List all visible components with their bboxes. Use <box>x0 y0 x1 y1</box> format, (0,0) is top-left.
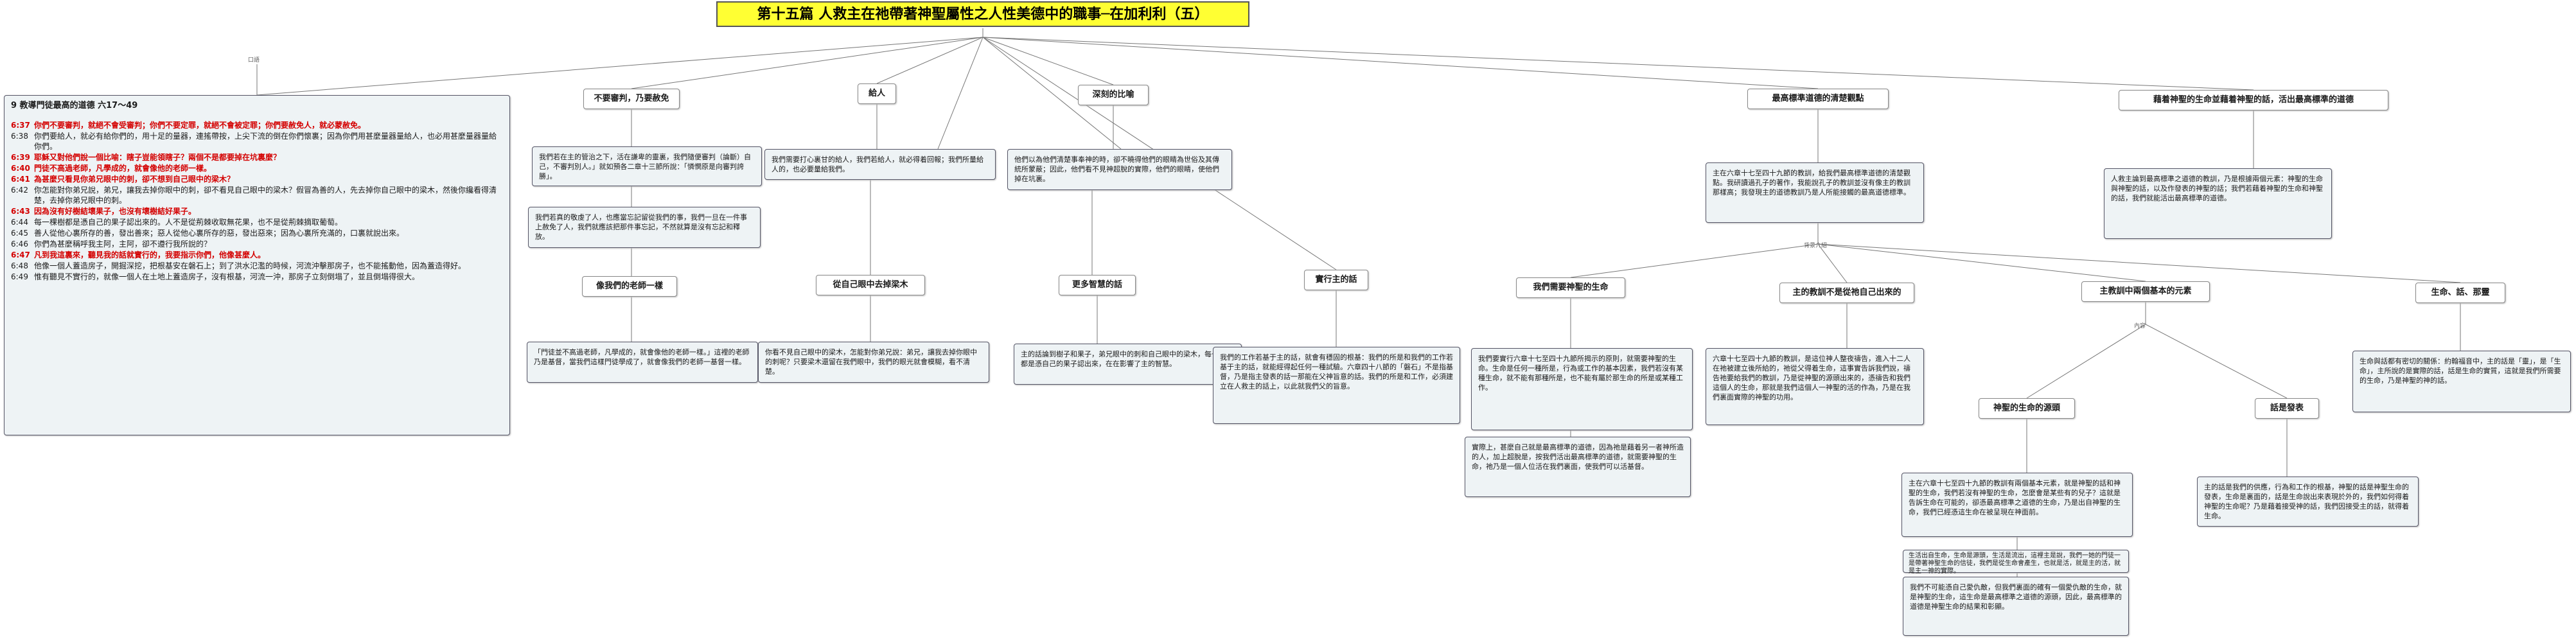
verse-number: 6:39 <box>11 153 30 162</box>
verse-number: 6:43 <box>11 207 30 216</box>
note-judge-2: 我們若真的敬虔了人，也應當忘記留從我們的事，我們一旦在一件事上赦免了人，我們就應… <box>528 207 761 248</box>
verse-row: 6:46 你們為甚麼稱呼我主阿，主阿，卻不遵行我所說的？ <box>11 239 503 249</box>
heading-not-from-self: 主的教訓不是從祂自己出來的 <box>1779 283 1914 303</box>
note-need-life-2: 實際上，甚麼自己就是最高標準的道德，因為祂是藉着另一者神所造的人，加上超脫是，按… <box>1465 437 1691 497</box>
heading-give: 給人 <box>858 83 896 104</box>
note-life-source: 主在六章十七至四十九節的教訓有兩個基本元素，就是神聖的話和神聖的生命，我們若沒有… <box>1901 473 2133 537</box>
verse-text: 因為沒有好樹結壞果子，也沒有壞樹結好果子。 <box>34 207 197 216</box>
note-practice: 我們的工作若基于主的話，就會有穩固的根基：我們的所是和我們的工作若基于主的話，就… <box>1213 347 1460 424</box>
verse-row: 6:41 為甚麼只看見你弟兄眼中的刺，卻不想到自己眼中的梁木？ <box>11 174 503 184</box>
connector-line <box>1817 243 2461 283</box>
heading-word-expression: 話是發表 <box>2255 398 2319 419</box>
connector-line <box>982 37 2254 91</box>
verse-text: 為甚麼只看見你弟兄眼中的刺，卻不想到自己眼中的梁木？ <box>34 175 235 184</box>
verse-text: 惟有聽見不實行的，就像一個人在土地上蓋造房子，沒有根基，河流一沖，那房子立刻倒塌… <box>34 272 420 281</box>
connector-line <box>2145 324 2288 399</box>
note-need-life: 我們要實行六章十七至四十九節所揭示的原則，就需要神聖的生命。生命是任何一種所是，… <box>1471 348 1693 430</box>
scripture-heading: 9 教導門徒最高的道德 六17～49 <box>11 101 138 110</box>
verse-number: 6:37 <box>11 121 30 130</box>
connector-line <box>982 37 1819 89</box>
note-wise: 主的話論到樹子和果子，弟兄眼中的刺和自己眼中的梁木，每一棵樹都是憑自己的果子認出… <box>1014 344 1242 385</box>
verse-number: 6:49 <box>11 272 28 281</box>
verse-text: 你們為甚麼稱呼我主阿，主阿，卻不遵行我所說的？ <box>34 240 212 249</box>
verse-text: 耶穌又對他們說一個比喻：瞎子豈能領瞎子？兩個不是都要掉在坑裏麼？ <box>34 153 281 162</box>
verse-number: 6:47 <box>11 250 30 259</box>
verse-number: 6:40 <box>11 164 30 173</box>
heading-life-word-spirit: 生命、話、那靈 <box>2415 283 2505 303</box>
tag-left: 口語 <box>248 57 260 64</box>
verse-number: 6:44 <box>11 218 28 227</box>
verse-text: 凡到我這裏來，聽見我的話就實行的，我要指示你們，他像甚麼人。 <box>34 250 266 259</box>
verse-text: 你怎能對你弟兄說，弟兄，讓我去掉你眼中的刺，卻不看見自己眼中的梁木？假冒為善的人… <box>34 186 497 205</box>
verse-number: 6:46 <box>11 240 28 249</box>
heading-wise-words: 更多智慧的話 <box>1059 275 1136 295</box>
verse-number: 6:48 <box>11 261 28 270</box>
heading-deep-parable: 深刻的比喻 <box>1078 85 1149 105</box>
connector-line <box>1570 243 1819 278</box>
verse-text: 他像一個人蓋造房子，開掘深挖，把根基安在磐石上；到了洪水氾濫的時候，河流沖擊那房… <box>34 261 466 270</box>
connector-line <box>876 37 984 84</box>
verse-text: 你們要給人，就必有給你們的，用十足的量器，連搖帶按，上尖下流的倒在你們懷裏；因為… <box>34 132 497 151</box>
heading-need-divine-life: 我們需要神聖的生命 <box>1516 277 1625 298</box>
verse-number: 6:42 <box>11 186 28 195</box>
verse-text: 門徒不高過老師，凡學成的，就會像他的老師一樣。 <box>34 164 212 173</box>
verse-row: 6:45 善人從他心裏所存的善，發出善來；惡人從他心裏所存的惡，發出惡來；因為心裏… <box>11 228 503 238</box>
page-title: 第十五篇 人救主在祂帶著神聖屬性之人性美德中的職事─在加利利（五） <box>716 1 1249 27</box>
note-highest: 主在六章十七至四十九節的教訓，給我們最高標準道德的清楚觀點。我研讀過孔子的著作，… <box>1706 162 1924 223</box>
verse-number: 6:45 <box>11 229 28 238</box>
verse-row: 6:38 你們要給人，就必有給你們的，用十足的量器，連搖帶按，上尖下流的倒在你們懷… <box>11 131 503 152</box>
verse-number: 6:41 <box>11 175 30 184</box>
verse-row: 6:42 你怎能對你弟兄說，弟兄，讓我去掉你眼中的刺，卻不看見自己眼中的梁木？假冒… <box>11 185 503 206</box>
heading-highest-standard: 最高標準道德的清楚觀點 <box>1747 89 1889 109</box>
heading-beam: 從自己眼中去掉梁木 <box>816 275 925 295</box>
verse-row: 6:43 因為沒有好樹結壞果子，也沒有壞樹結好果子。 <box>11 206 503 216</box>
note-not-from-self: 六章十七至四十九節的教訓，是這位神人整夜禱告，進入十二人在祂被建立後所給的，祂從… <box>1706 348 1924 425</box>
note-judge-1: 我們若在主的管治之下，活在謙卑的靈裏，我們隨便審判（論斷）自己，不審判別人。」就… <box>532 146 762 186</box>
verse-row: 6:44 每一棵樹都是憑自己的果子認出來的。人不是從荊棘收取無花果，也不是從荊棘摘… <box>11 217 503 227</box>
note-life-word: 生命與話都有密切的關係：約翰福音中，主的話是「靈」，是「生命」，主所說的是實際的… <box>2352 351 2571 412</box>
verse-row: 6:37 你們不要審判，就絕不會受審判；你們不要定罪，就絕不會被定罪；你們要赦免人… <box>11 120 503 130</box>
verse-row: 6:40 門徒不高過老師，凡學成的，就會像他的老師一樣。 <box>11 163 503 173</box>
verse-row: 6:48 他像一個人蓋造房子，開掘深挖，把根基安在磐石上；到了洪水氾濫的時候，河流… <box>11 261 503 271</box>
note-give: 我們需要打心裏甘的給人，我們若給人，就必得着回報；我們所量給人的，也必要量給我們… <box>764 149 996 180</box>
verse-text: 善人從他心裏所存的善，發出善來；惡人從他心裏所存的惡，發出惡來；因為心裏所充滿的… <box>34 229 405 238</box>
connector-line <box>1817 243 2146 282</box>
note-beam: 你看不見自己眼中的梁木，怎能對你弟兄說：弟兄，讓我去掉你眼中的刺呢？只要梁木還留… <box>758 342 989 383</box>
note-life-source-3: 我們不可能憑自己愛仇敵，但我們裏面的確有一個愛仇敵的生命，就是神聖的生命，這生命… <box>1903 577 2129 636</box>
note-word-expression: 主的話是我們的供應，行為和工作的根基，神聖的話是神聖生命的發表，生命是裏面的，話… <box>2197 477 2419 527</box>
connector-line <box>631 37 984 89</box>
note-live: 人救主論到最高標準之道德的教訓，乃是根據兩個元素：神聖的生命與神聖的話，以及作發… <box>2104 168 2332 239</box>
note-teacher: 「門徒並不高過老師，凡學成的，就會像他的老師一樣。」這裡的老師乃是基督，當我們這… <box>527 342 758 383</box>
connector-line <box>256 37 984 96</box>
connector-line <box>982 37 1114 85</box>
connector-line <box>982 37 1122 150</box>
connector-line <box>1817 243 1848 283</box>
heading-two-elements: 主教訓中兩個基本的元素 <box>2081 281 2210 302</box>
verse-row: 6:39 耶穌又對他們說一個比喻：瞎子豈能領瞎子？兩個不是都要掉在坑裏麼？ <box>11 152 503 162</box>
note-deep: 他們以為他們清楚事奉神的時，卻不曉得他們的眼睛為世俗及其傳統所蒙蔽；因此，他們看… <box>1007 149 1232 190</box>
heading-life-source: 神聖的生命的源頭 <box>1979 398 2075 419</box>
verse-row: 6:49 惟有聽見不實行的，就像一個人在土地上蓋造房子，沒有根基，河流一沖，那房子… <box>11 272 503 282</box>
tag-right: 內容 <box>2134 323 2146 329</box>
verse-text: 你們不要審判，就絕不會受審判；你們不要定罪，就絕不會被定罪；你們要赦免人，就必蒙… <box>34 121 366 130</box>
scripture-panel: 9 教導門徒最高的道德 六17～49 6:37 你們不要審判，就絕不會受審判；你們… <box>4 95 510 435</box>
heading-practice-word: 實行主的話 <box>1304 270 1368 290</box>
connector-line <box>2026 324 2146 399</box>
connector-line <box>937 37 984 150</box>
verse-number: 6:38 <box>11 132 28 141</box>
heading-judge: 不要審判，乃要赦免 <box>583 89 680 109</box>
tag-mid: 背景介紹 <box>1804 243 1828 249</box>
verse-text: 每一棵樹都是憑自己的果子認出來的。人不是從荊棘收取無花果，也不是從荊棘摘取葡萄。 <box>34 218 343 227</box>
verse-list: 6:37 你們不要審判，就絕不會受審判；你們不要定罪，就絕不會被定罪；你們要赦免人… <box>11 120 503 282</box>
note-life-source-2: 生活出自生命，生命是源頭，生活是流出，這裡主是說，我們一她的門徒一是帶著神聖生命… <box>1903 550 2129 575</box>
heading-teacher: 像我們的老師一樣 <box>582 276 677 297</box>
verse-row: 6:47 凡到我這裏來，聽見我的話就實行的，我要指示你們，他像甚麼人。 <box>11 250 503 260</box>
heading-live-out: 藉着神聖的生命並藉着神聖的話，活出最高標準的道德 <box>2119 90 2388 110</box>
